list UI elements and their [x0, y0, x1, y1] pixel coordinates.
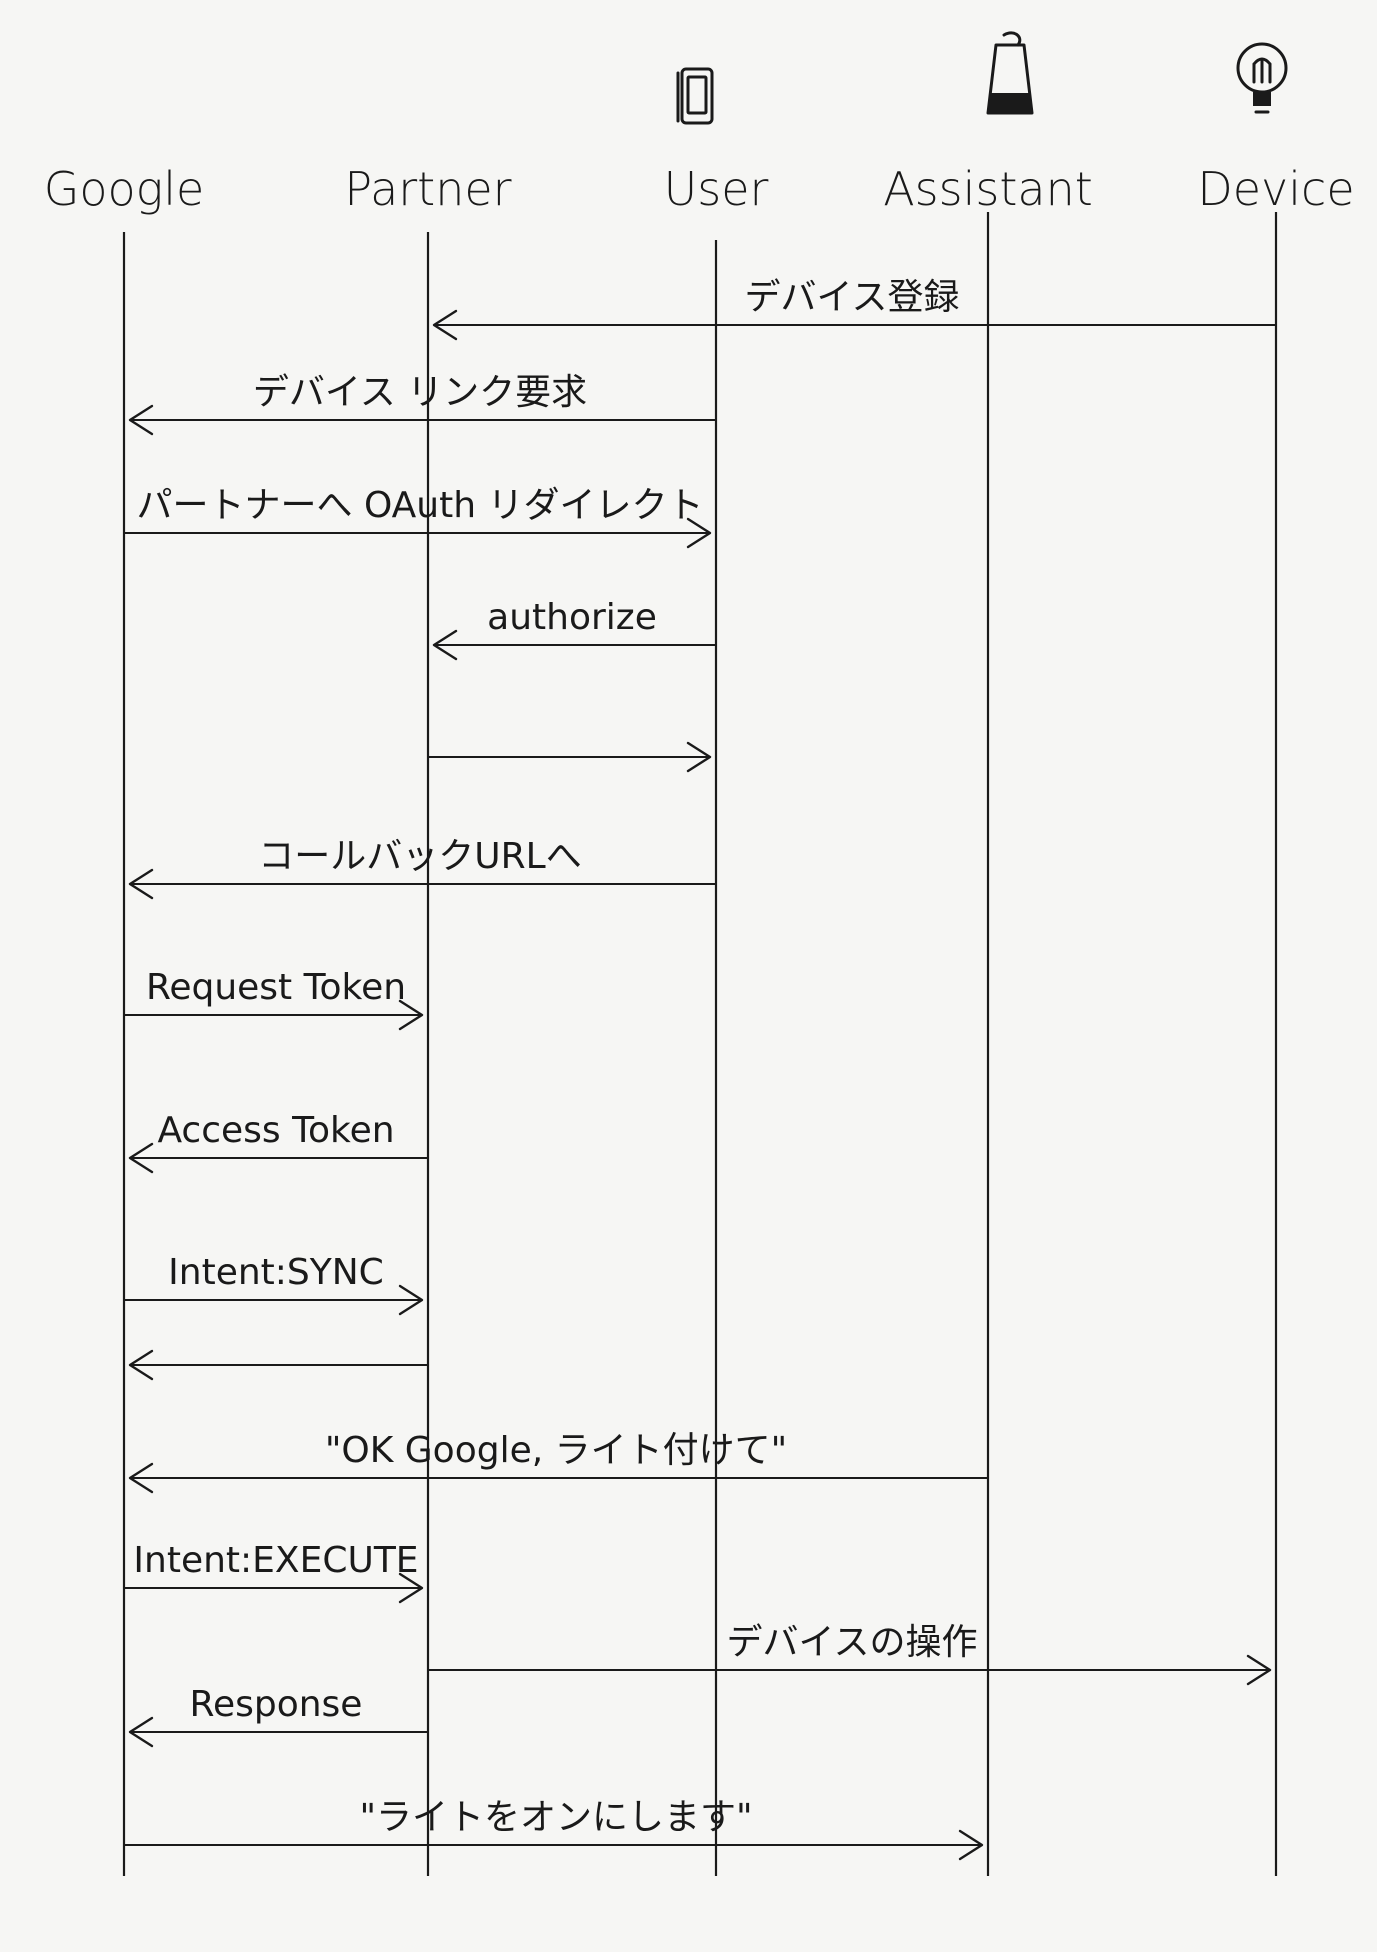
message-label: デバイス リンク要求	[253, 372, 587, 413]
message-arrow-head	[432, 629, 458, 661]
message-14: Response	[128, 1684, 428, 1748]
participant-label-assistant: Assistant	[883, 162, 1093, 216]
message-label: デバイスの操作	[727, 1622, 978, 1663]
message-arrow-head	[686, 517, 712, 549]
message-arrow-head	[398, 1572, 424, 1604]
participant-label-user: User	[664, 162, 769, 216]
message-6: コールバックURLへ	[128, 836, 716, 900]
smart-speaker-icon	[986, 31, 1034, 115]
message-5	[428, 741, 712, 773]
message-arrow-head	[398, 1284, 424, 1316]
message-label: コールバックURLへ	[258, 836, 581, 877]
smartphone-icon	[676, 67, 714, 125]
participants: Google Partner User Assistant Device	[44, 162, 1355, 216]
message-arrow-head	[128, 404, 154, 436]
message-label: "ライトをオンにします"	[359, 1797, 752, 1838]
message-15: "ライトをオンにします"	[124, 1797, 984, 1861]
lifelines	[122, 212, 1278, 1876]
message-arrow-head	[432, 309, 458, 341]
message-label: "OK Google, ライト付けて"	[325, 1430, 787, 1471]
message-arrow-head	[1246, 1654, 1272, 1686]
message-label: Intent:SYNC	[168, 1252, 384, 1293]
message-arrow-head	[128, 1142, 154, 1174]
message-1: デバイス登録	[432, 277, 1276, 341]
message-label: デバイス登録	[745, 277, 960, 318]
message-3: パートナーへ OAuth リダイレクト	[124, 485, 712, 549]
message-arrow-head	[398, 999, 424, 1031]
message-arrow-head	[686, 741, 712, 773]
message-7: Request Token	[124, 967, 424, 1031]
message-arrow-head	[128, 1349, 154, 1381]
message-label: Response	[190, 1684, 363, 1725]
message-arrow-head	[128, 1716, 154, 1748]
message-2: デバイス リンク要求	[128, 372, 716, 436]
message-12: Intent:EXECUTE	[124, 1540, 424, 1604]
message-8: Access Token	[128, 1110, 428, 1174]
message-arrow-head	[128, 868, 154, 900]
participant-label-google: Google	[44, 162, 205, 216]
message-11: "OK Google, ライト付けて"	[128, 1430, 988, 1494]
participant-label-device: Device	[1197, 162, 1354, 216]
message-label: パートナーへ OAuth リダイレクト	[137, 485, 704, 526]
message-13: デバイスの操作	[428, 1622, 1272, 1686]
participant-label-partner: Partner	[344, 162, 511, 216]
message-label: authorize	[487, 597, 657, 638]
message-9: Intent:SYNC	[124, 1252, 424, 1316]
message-label: Access Token	[157, 1110, 394, 1151]
message-arrow-head	[958, 1829, 984, 1861]
message-10	[128, 1349, 428, 1381]
message-arrow-head	[128, 1462, 154, 1494]
lightbulb-icon	[1236, 42, 1288, 114]
message-label: Request Token	[146, 967, 406, 1008]
message-label: Intent:EXECUTE	[133, 1540, 418, 1581]
message-4: authorize	[432, 597, 716, 661]
